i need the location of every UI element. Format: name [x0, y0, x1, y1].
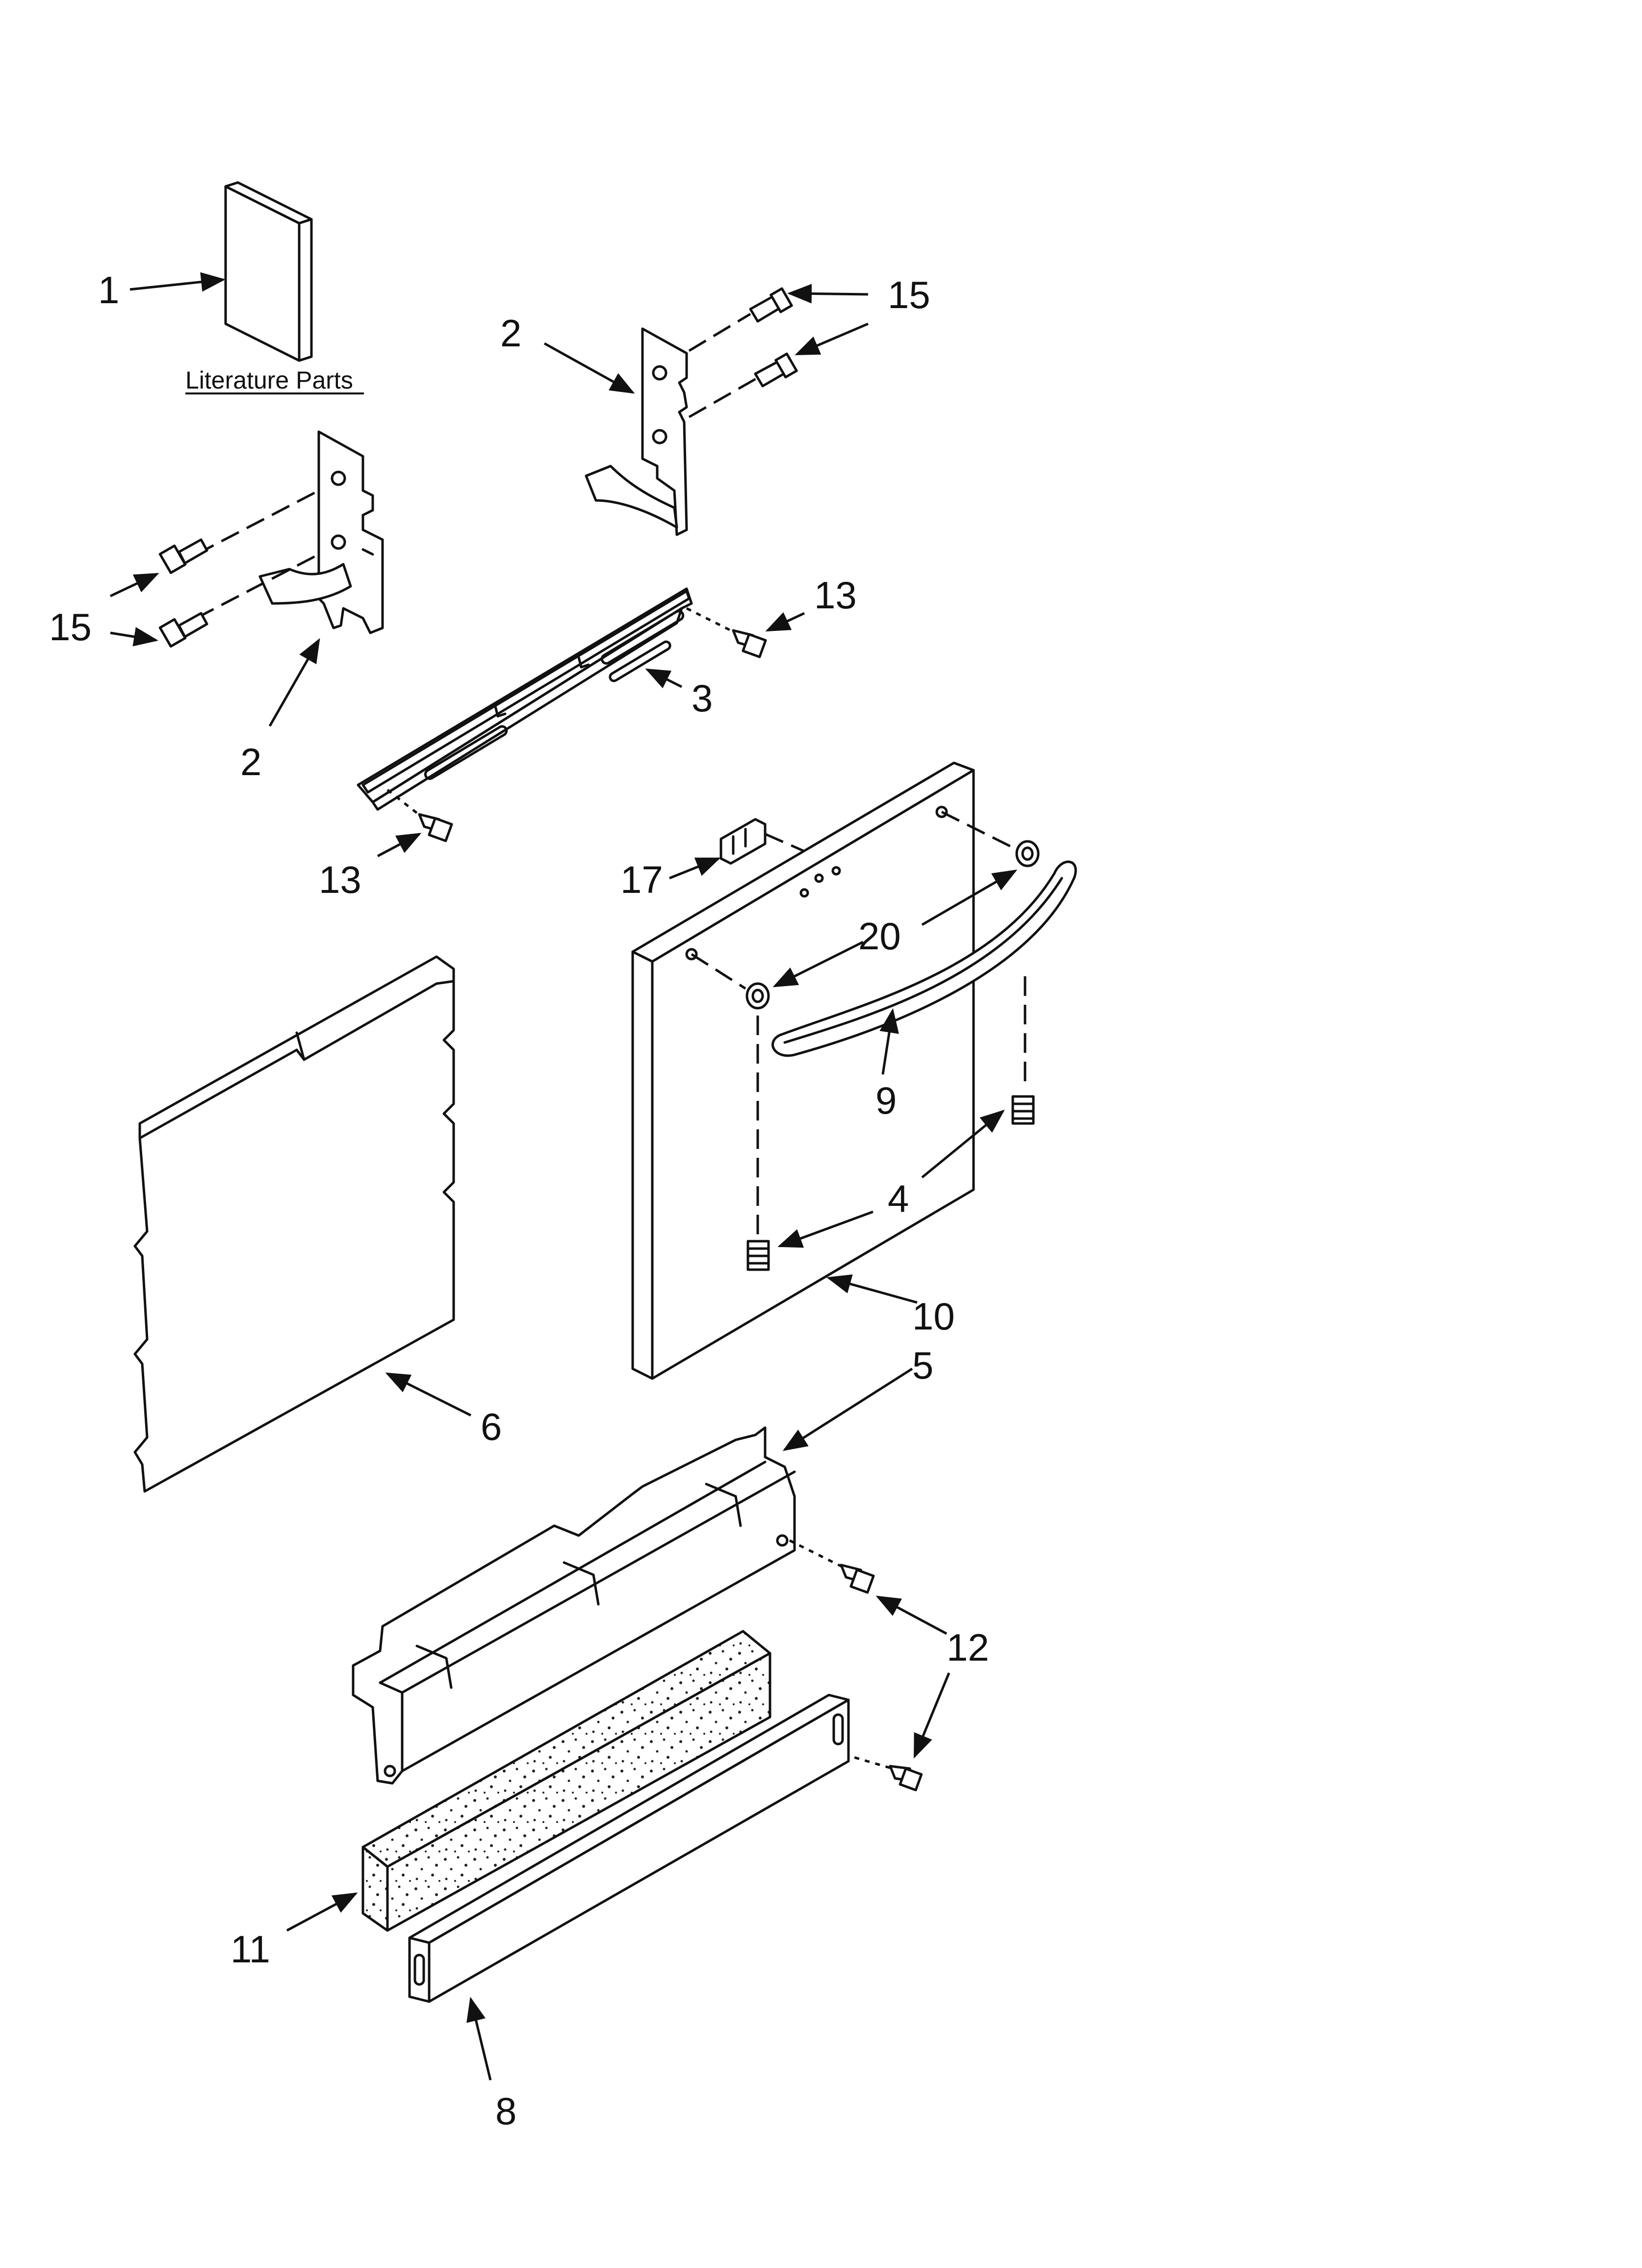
dotline-12-upper	[789, 1539, 845, 1569]
leader-13-right	[765, 612, 805, 632]
leader-20-right	[921, 869, 1018, 926]
callout-20: 20	[858, 914, 901, 958]
leader-20-left	[772, 940, 864, 988]
leader-17	[669, 857, 721, 880]
insulation-block	[361, 1630, 771, 1932]
callout-4: 4	[888, 1177, 909, 1220]
screw-15-upper-a	[749, 287, 793, 323]
screw-15-left-a	[158, 538, 208, 574]
callout-15-upper: 15	[888, 273, 930, 316]
screw-15-upper-b	[754, 352, 798, 388]
hinge-bracket-lower	[258, 430, 384, 634]
wire-clip	[719, 818, 767, 865]
screw-15-left-b	[158, 612, 208, 648]
leader-15-upper-b	[795, 322, 869, 356]
leader-2-lower	[268, 638, 320, 727]
leader-12-lower	[913, 1672, 950, 1759]
callout-13-right: 13	[814, 574, 857, 617]
callout-13-left: 13	[319, 858, 361, 901]
literature-parts-label: Literature Parts	[185, 366, 353, 394]
dashline-15-upper-b	[688, 376, 759, 418]
insert-left	[746, 1240, 770, 1271]
leader-15-left-a	[109, 573, 159, 598]
leader-15-upper-a	[787, 284, 869, 304]
callout-1: 1	[98, 268, 119, 312]
dashline-15-upper-a	[688, 313, 751, 352]
dotline-13-right	[686, 607, 737, 634]
callout-6: 6	[481, 1405, 502, 1448]
leader-4-right	[921, 1109, 1005, 1178]
screw-13-left	[418, 813, 453, 842]
door-handle	[771, 860, 1077, 1057]
callout-11: 11	[231, 1928, 270, 1971]
leader-2-upper	[543, 342, 635, 394]
side-panel	[133, 955, 455, 1493]
callout-8: 8	[495, 2089, 516, 2133]
leader-13-left	[377, 833, 422, 858]
leader-12-upper	[875, 1595, 948, 1635]
dotline-13-left	[386, 789, 423, 818]
callout-2-upper: 2	[500, 312, 521, 355]
callout-3: 3	[692, 677, 713, 720]
leader-4-left	[777, 1210, 873, 1248]
dashline-20-left	[691, 953, 746, 990]
leader-6	[385, 1372, 472, 1417]
callout-9: 9	[875, 1079, 897, 1122]
dashline-15-left-b	[195, 553, 320, 620]
leader-1	[129, 272, 226, 292]
insert-right	[1011, 1095, 1035, 1125]
callout-10: 10	[912, 1295, 955, 1338]
callout-2-lower: 2	[240, 740, 261, 783]
toe-kick-bracket	[352, 1426, 796, 1785]
literature-book	[224, 181, 313, 362]
screw-12-lower	[889, 1765, 923, 1792]
mounting-rail	[357, 587, 693, 811]
leader-5	[782, 1367, 913, 1451]
handle-cap-right	[1015, 840, 1040, 867]
callout-5: 5	[912, 1344, 933, 1387]
leader-11	[286, 1892, 358, 1932]
leader-3	[645, 668, 683, 689]
toe-kick-strip	[408, 1694, 850, 2003]
door-panel	[631, 761, 975, 1380]
screw-12-upper	[840, 1564, 875, 1594]
callout-15-left: 15	[49, 605, 92, 649]
leader-10	[826, 1274, 918, 1304]
leader-15-left-b	[110, 627, 158, 647]
callout-12: 12	[947, 1626, 989, 1669]
dashline-15-left-a	[195, 489, 320, 556]
dashline-20-right	[941, 810, 1016, 850]
dashline-17	[764, 833, 805, 853]
hinge-bracket-upper	[585, 327, 688, 536]
callout-17: 17	[620, 858, 663, 901]
handle-cap-left	[745, 982, 770, 1010]
leader-9	[879, 1008, 899, 1075]
leader-8	[466, 1997, 492, 2081]
screw-13-right	[732, 629, 767, 658]
